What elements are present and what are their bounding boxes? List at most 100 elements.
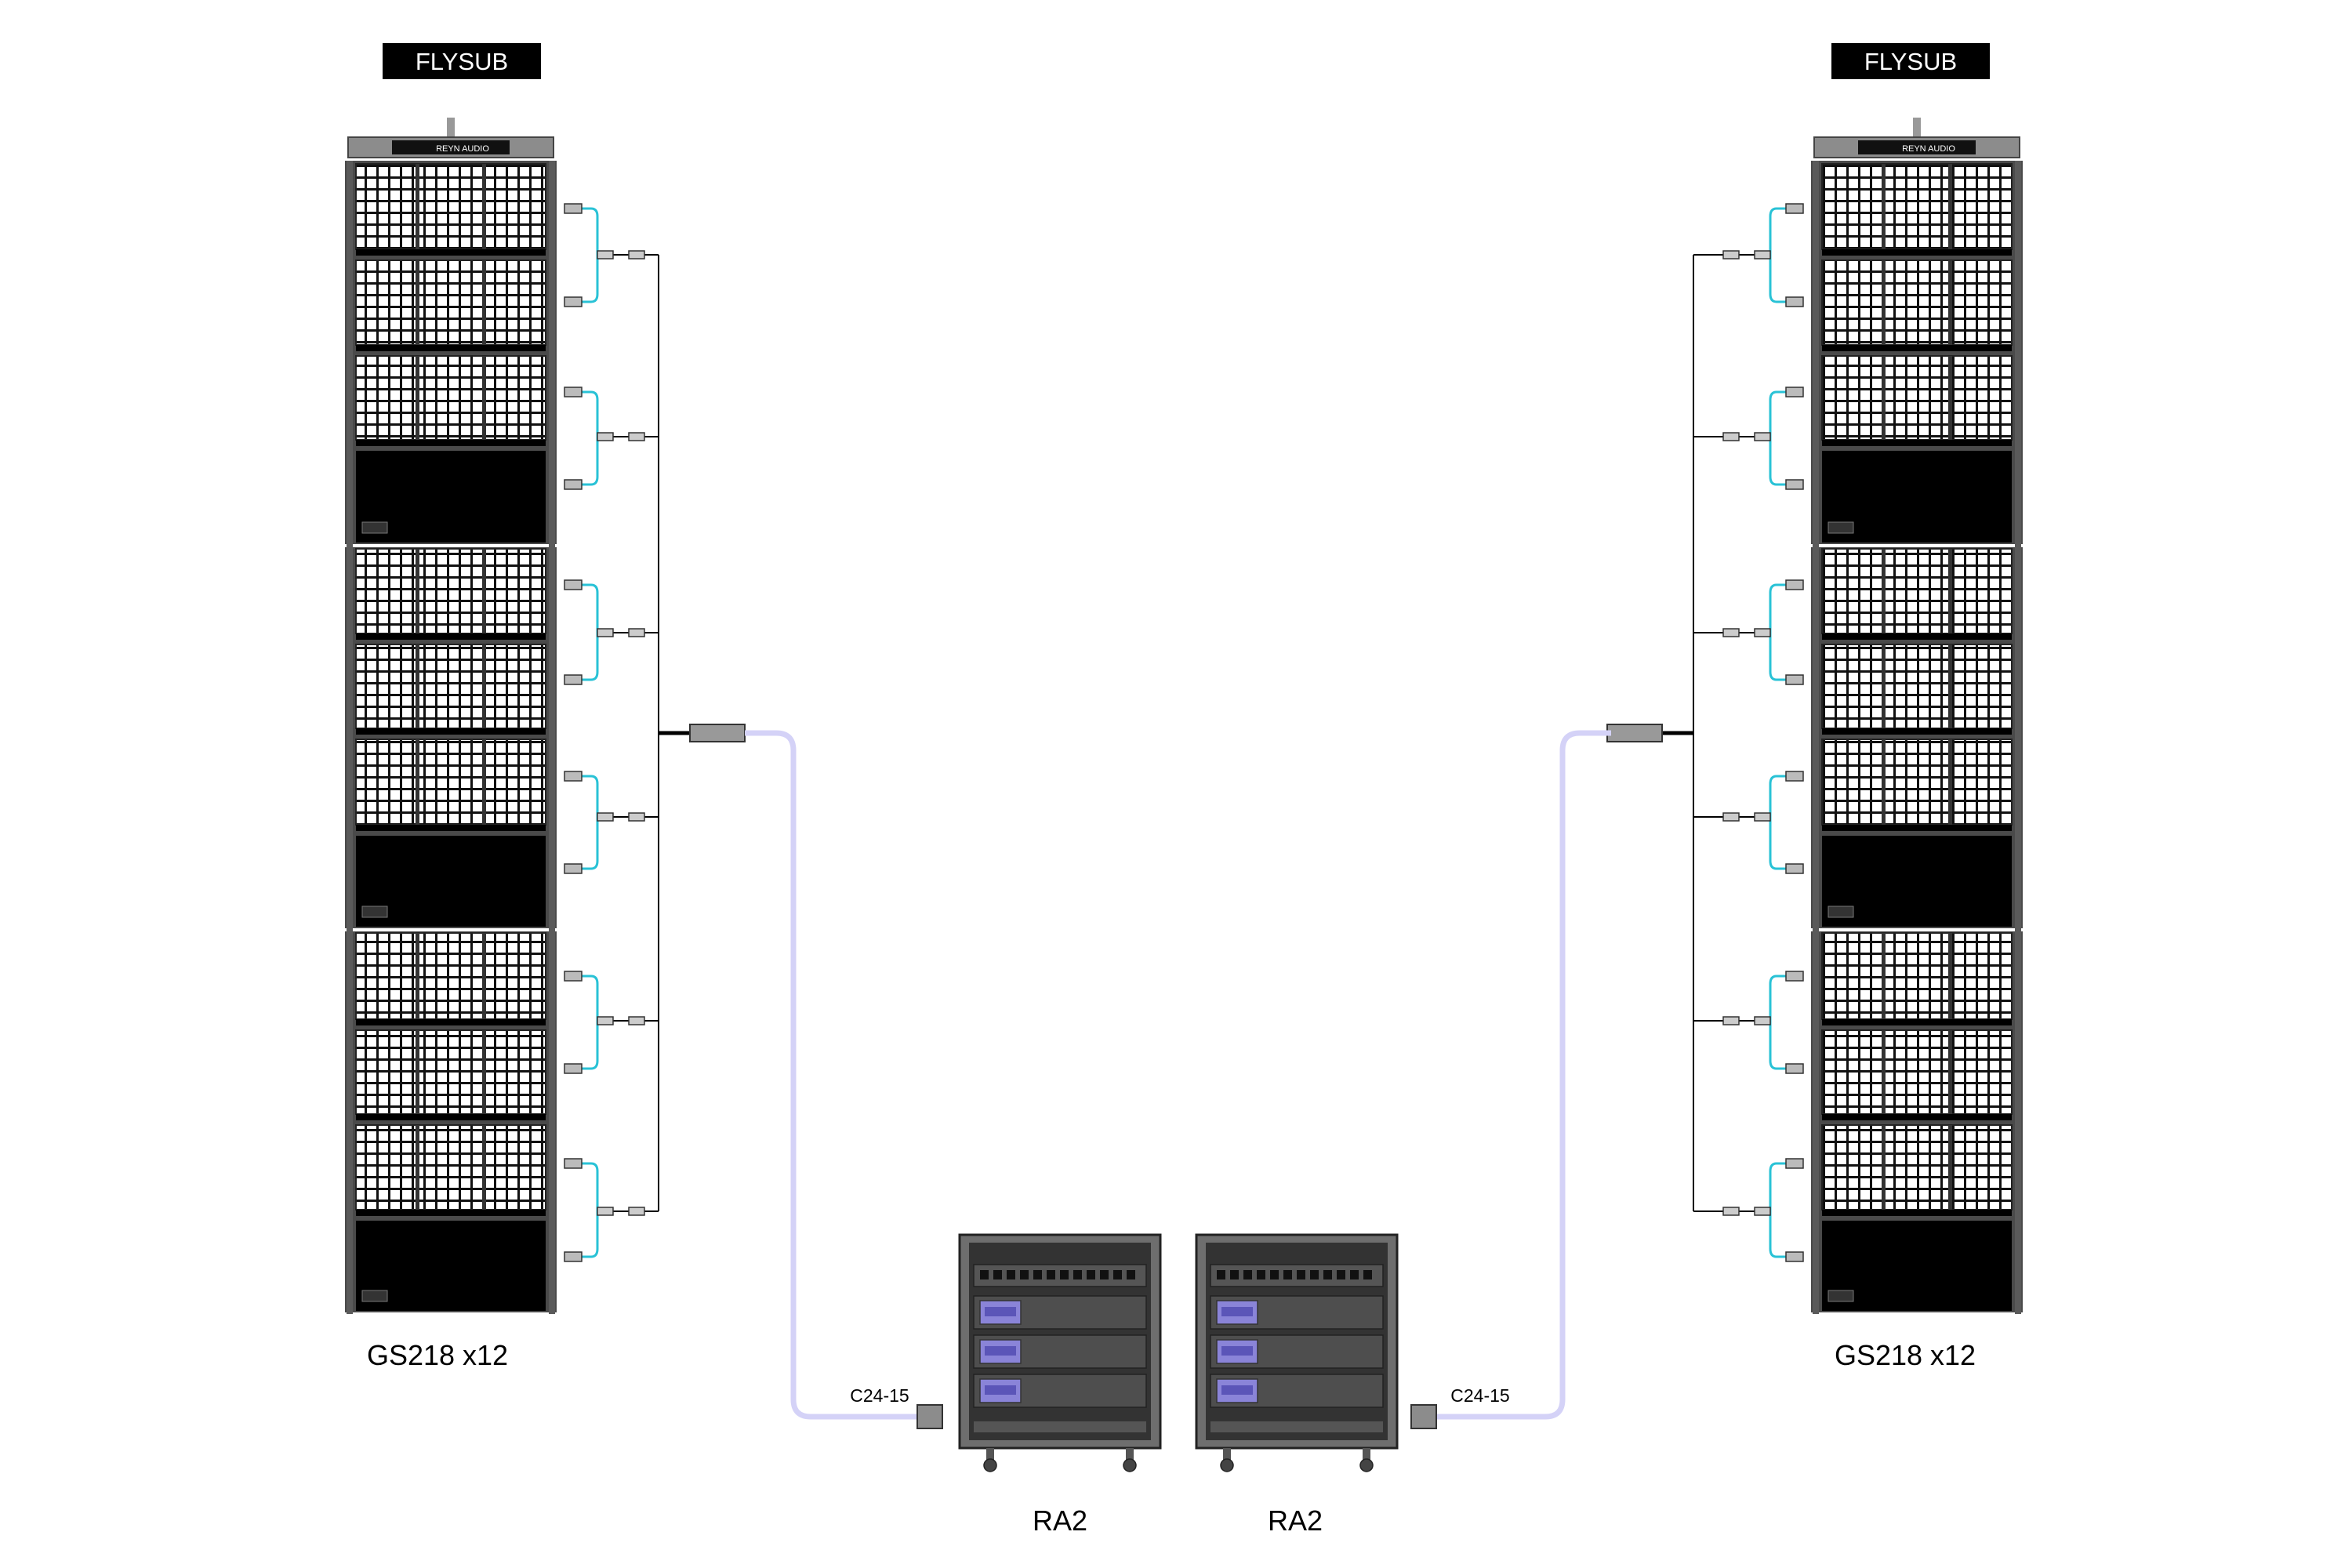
- grille-cabinet: [355, 739, 546, 826]
- splitter-plug: [1722, 812, 1740, 822]
- grille-divider: [416, 164, 419, 249]
- cabinet-gap: [345, 928, 557, 931]
- grille-divider: [416, 644, 419, 728]
- side-rail: [549, 257, 555, 353]
- splitter-plug: [597, 1016, 614, 1025]
- grille-cabinet: [355, 1029, 546, 1115]
- caster-wheel: [1123, 1458, 1137, 1472]
- grille-cabinet: [355, 932, 546, 1020]
- side-rail: [1813, 161, 1819, 257]
- grille-cabinet: [355, 260, 546, 346]
- speakon-plug: [1785, 579, 1804, 590]
- grille-divider: [416, 356, 419, 440]
- grille-divider: [482, 549, 486, 633]
- flybar-pin: [1913, 118, 1921, 137]
- side-rail: [1813, 930, 1819, 1027]
- cabinet-rail: [356, 440, 546, 446]
- speakon-plug: [564, 863, 583, 874]
- side-rail: [1813, 833, 1819, 930]
- caster-wheel: [1359, 1458, 1374, 1472]
- grille-divider: [1948, 933, 1952, 1019]
- side-rail: [2015, 1027, 2021, 1122]
- speakon-plug: [1785, 1251, 1804, 1262]
- grille-divider: [1948, 549, 1952, 633]
- speakon-plug: [1785, 674, 1804, 685]
- side-rail: [549, 1218, 555, 1314]
- splitter-plug: [1722, 1016, 1740, 1025]
- side-rail: [2015, 353, 2021, 448]
- cabinet-rail: [356, 825, 546, 831]
- side-rail: [1813, 353, 1819, 448]
- side-rail: [1813, 736, 1819, 833]
- speakon-plug: [1785, 203, 1804, 214]
- patch-port: [1060, 1270, 1069, 1279]
- side-rail: [1813, 1218, 1819, 1314]
- side-rail: [347, 1218, 353, 1314]
- side-rail: [2015, 833, 2021, 930]
- grille-divider: [482, 356, 486, 440]
- array-label-right: GS218 x12: [1835, 1339, 1976, 1371]
- jumper-cable: [582, 583, 599, 681]
- grille-cabinet: [1821, 644, 2013, 729]
- speakon-plug: [1785, 971, 1804, 982]
- splitter-plug: [1722, 1207, 1740, 1216]
- grille-divider: [416, 933, 419, 1019]
- side-rail: [347, 736, 353, 833]
- cabinet-rail: [356, 1114, 546, 1120]
- grille-cabinet: [355, 163, 546, 250]
- grille-cabinet: [355, 1124, 546, 1210]
- patch-port: [1230, 1270, 1239, 1279]
- patch-port: [1283, 1270, 1292, 1279]
- side-rail: [2015, 1122, 2021, 1218]
- speakon-plug: [564, 771, 583, 782]
- splitter-plug: [1722, 432, 1740, 441]
- cabinet-rail: [1822, 1114, 2012, 1120]
- splitter-plug: [628, 1207, 645, 1216]
- grille-divider: [1948, 164, 1952, 249]
- caster-wheel: [983, 1458, 997, 1472]
- jumper-cable: [582, 775, 599, 870]
- jumper-cable: [1769, 207, 1786, 303]
- splitter-plug: [1754, 628, 1771, 637]
- side-rail: [2015, 161, 2021, 257]
- side-rail: [549, 1027, 555, 1122]
- patch-port: [1020, 1270, 1029, 1279]
- cabinet-rail: [1822, 633, 2012, 640]
- rack-blank: [974, 1421, 1146, 1432]
- patch-port: [1257, 1270, 1265, 1279]
- patch-port: [1270, 1270, 1279, 1279]
- side-rail: [2015, 930, 2021, 1027]
- grille-divider: [1882, 164, 1886, 249]
- cabinet-rail: [1822, 1019, 2012, 1025]
- speakon-plug: [564, 1063, 583, 1074]
- speakon-plug: [1785, 1063, 1804, 1074]
- grille-cabinet: [1821, 1124, 2013, 1210]
- grille-divider: [1948, 644, 1952, 728]
- grille-divider: [1948, 260, 1952, 345]
- speakon-plug: [564, 296, 583, 307]
- speakon-plug: [564, 387, 583, 397]
- jumper-cable: [1769, 583, 1786, 681]
- grille-divider: [482, 933, 486, 1019]
- side-rail: [347, 1122, 353, 1218]
- amplifier-display: [1221, 1307, 1253, 1316]
- patch-port: [1033, 1270, 1042, 1279]
- cabinet-rail: [1822, 728, 2012, 735]
- side-rail: [347, 641, 353, 736]
- speakon-plug: [564, 479, 583, 490]
- speakon-plug: [1785, 771, 1804, 782]
- patch-port: [1113, 1270, 1122, 1279]
- splitter-plug: [1754, 432, 1771, 441]
- cabinet-rail: [356, 345, 546, 351]
- patch-port: [1363, 1270, 1372, 1279]
- left-speaker-array: REYN AUDIO: [345, 118, 746, 1316]
- grille-cabinet: [355, 644, 546, 729]
- grille-cabinet: [1821, 355, 2013, 441]
- cabinet-badge: [1828, 906, 1854, 918]
- grille-divider: [416, 260, 419, 345]
- patch-port: [1073, 1270, 1082, 1279]
- patch-port: [1127, 1270, 1135, 1279]
- right-speaker-array: REYN AUDIO: [1606, 118, 2023, 1316]
- speakon-plug: [1785, 1158, 1804, 1169]
- grille-cabinet: [355, 548, 546, 634]
